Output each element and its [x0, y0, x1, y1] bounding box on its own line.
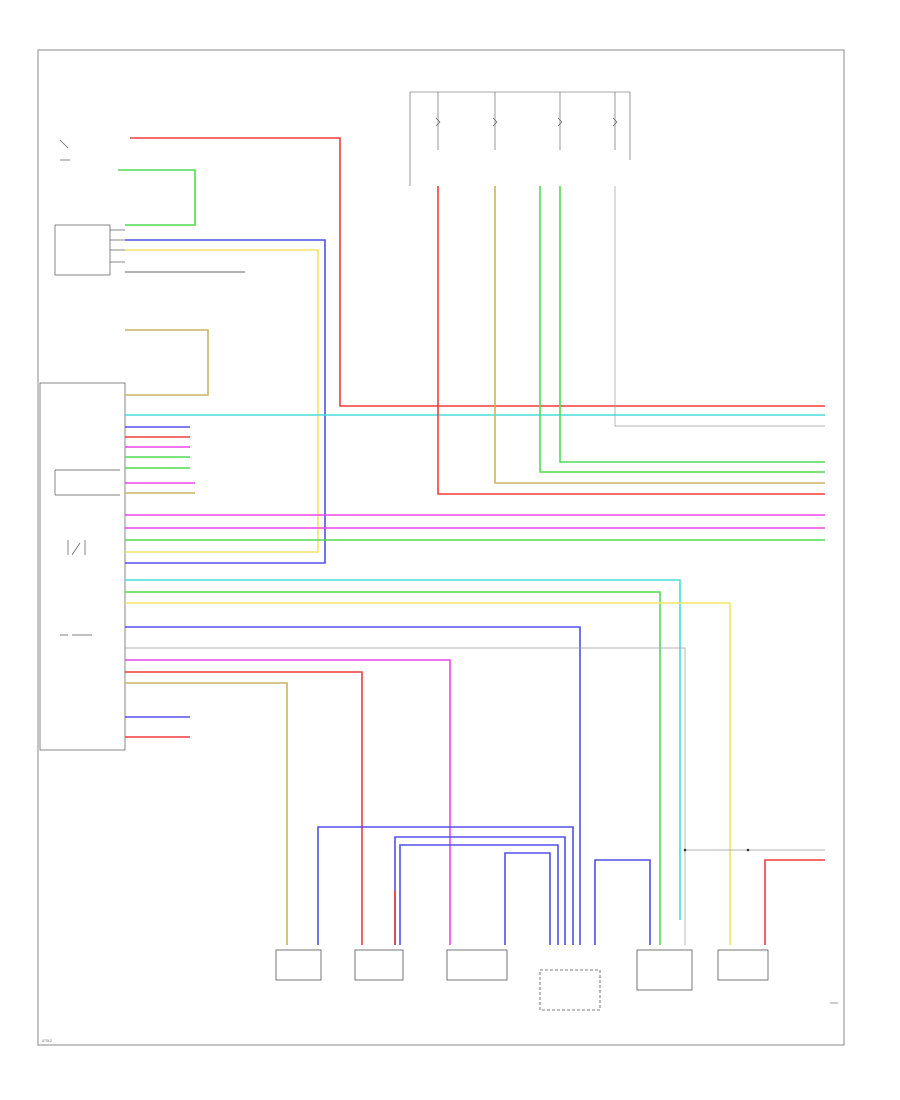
wire-red: [437, 186, 825, 495]
sensor-box: [446, 949, 508, 981]
wire-blue: [399, 844, 559, 945]
wire-blue: [125, 239, 326, 564]
wire-yellow: [125, 602, 731, 945]
sensor-box: [275, 949, 322, 981]
wire-gray: [125, 647, 686, 945]
fuse-block-group: [409, 91, 631, 186]
wire-blue: [125, 626, 581, 945]
sensor-box: [539, 969, 601, 1011]
wire-green: [125, 591, 661, 945]
wire-blue: [594, 859, 651, 945]
wire-harness: [118, 137, 825, 945]
sensor-box: [354, 949, 404, 981]
wire-olive: [125, 682, 288, 945]
wire-green: [559, 186, 825, 463]
wire-gray: [614, 186, 825, 427]
wire-red: [125, 671, 363, 945]
wire-red: [130, 137, 825, 407]
wire-olive: [125, 329, 209, 396]
wire-blue: [504, 852, 551, 945]
sensor-group: [275, 949, 769, 1011]
wire-red: [764, 859, 825, 945]
frame-code: A7GL2: [42, 1039, 52, 1043]
sensor-box: [717, 949, 769, 981]
diagram-frame: [37, 49, 845, 1046]
switch-component: [54, 139, 125, 276]
sensor-box: [636, 949, 693, 991]
wire-olive: [494, 186, 825, 484]
control-unit: [39, 382, 126, 751]
wire-magenta: [125, 659, 451, 945]
wire-yellow: [125, 249, 319, 553]
wire-cyan: [125, 579, 681, 920]
wire-green: [118, 169, 196, 226]
fuse-icon: [435, 117, 618, 127]
wire-green: [539, 186, 825, 473]
wire-blue: [317, 826, 574, 945]
connector-dot: [683, 848, 750, 852]
